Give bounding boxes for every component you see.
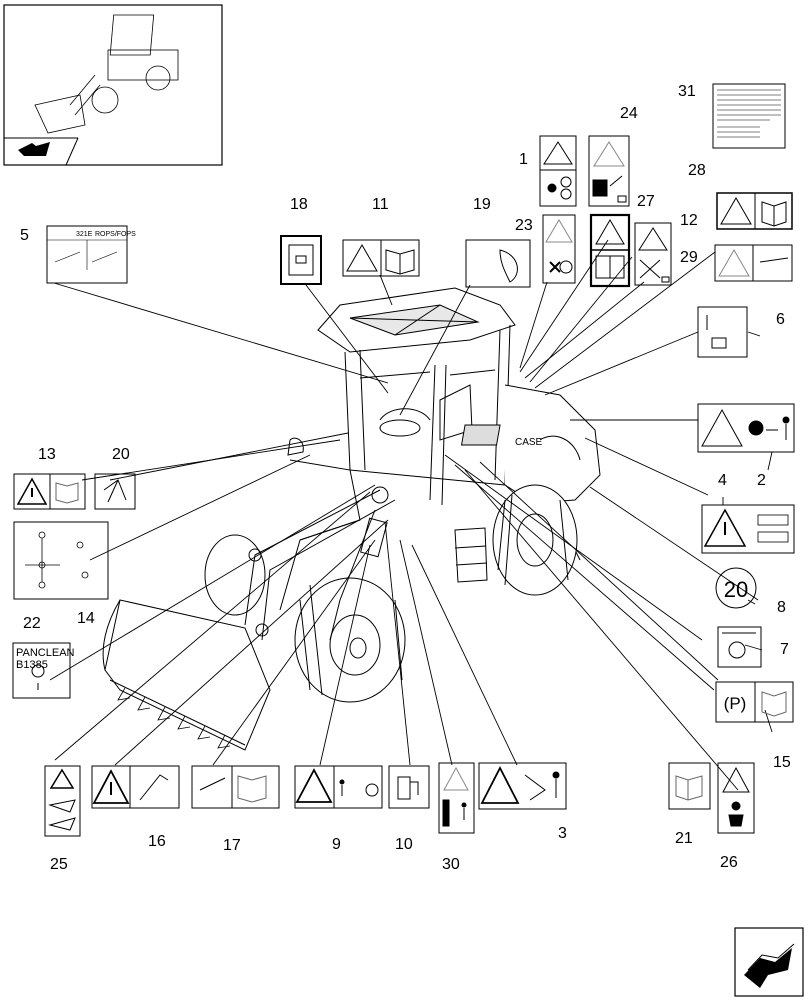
callout-labels: 1 2 3 4 5 6 7 8 9 10 11 12 13 14 15 16 1… [20,83,791,873]
callout-1: 1 [519,151,528,168]
callout-5: 5 [20,227,29,244]
decal-25 [44,765,81,837]
decal-12 [634,222,672,286]
wheel-loader-drawing: CASE [102,287,601,751]
decal-8 [715,567,757,609]
callout-2: 2 [757,472,766,489]
next-page-arrow-icon[interactable] [734,927,804,997]
svg-text:CASE: CASE [515,437,543,448]
decal-24 [588,135,630,207]
decal-2 [697,403,795,453]
decal-15-parking: (P) [724,694,747,713]
callout-29: 29 [680,249,698,266]
decal-1 [539,135,577,207]
callout-21: 21 [675,830,693,847]
decal-19 [465,239,531,288]
callout-14: 14 [77,610,95,627]
decal-7 [717,626,762,668]
callout-25: 25 [50,856,68,873]
decal-27 [589,213,631,288]
leader-lines [49,239,773,791]
decal-29 [714,244,793,282]
decal-16 [91,765,180,809]
decal-31 [712,83,786,149]
decal-13 [13,473,86,510]
callout-28: 28 [688,162,706,179]
callout-3: 3 [558,825,567,842]
decal-17 [191,765,280,809]
decal-20 [94,473,136,510]
callout-20: 20 [112,446,130,463]
callout-13: 13 [38,446,56,463]
callout-19: 19 [473,196,491,213]
decal-22 [12,642,71,699]
callout-30: 30 [442,856,460,873]
decal-21 [668,762,711,810]
decal-18 [280,235,322,285]
decal-14 [13,521,109,600]
callout-17: 17 [223,837,241,854]
callout-22: 22 [23,615,41,632]
callout-8: 8 [777,599,786,616]
decal-6 [697,306,748,358]
callout-16: 16 [148,833,166,850]
decal-8-speed: 20 [724,577,748,602]
decal-9 [294,765,383,809]
decal-3 [478,762,567,810]
decal-30 [438,762,475,834]
decal-28 [716,192,793,230]
callout-6: 6 [776,311,785,328]
callout-10: 10 [395,836,413,853]
callout-4: 4 [718,472,727,489]
callout-9: 9 [332,836,341,853]
decal-5-rops: ROPS/FOPS [95,231,136,238]
decal-11 [342,239,420,277]
decal-5 [46,225,128,284]
decal-10 [388,765,430,809]
callout-23: 23 [515,217,533,234]
inset-thumbnail [3,4,223,166]
callout-15: 15 [773,754,791,771]
decal-5-model: 321E [76,231,93,238]
callout-27: 27 [637,193,655,210]
decal-23 [542,214,576,284]
callout-18: 18 [290,196,308,213]
callout-12: 12 [680,212,698,229]
decal-4 [701,504,795,554]
decal-15 [715,681,794,723]
decal-22-line2: B1385 [16,659,48,671]
callout-26: 26 [720,854,738,871]
decal-26 [717,762,755,834]
callout-24: 24 [620,105,638,122]
decal-22-line1: PANCLEAN [16,647,75,659]
callout-31: 31 [678,83,696,100]
callout-7: 7 [780,641,789,658]
callout-11: 11 [372,196,389,213]
